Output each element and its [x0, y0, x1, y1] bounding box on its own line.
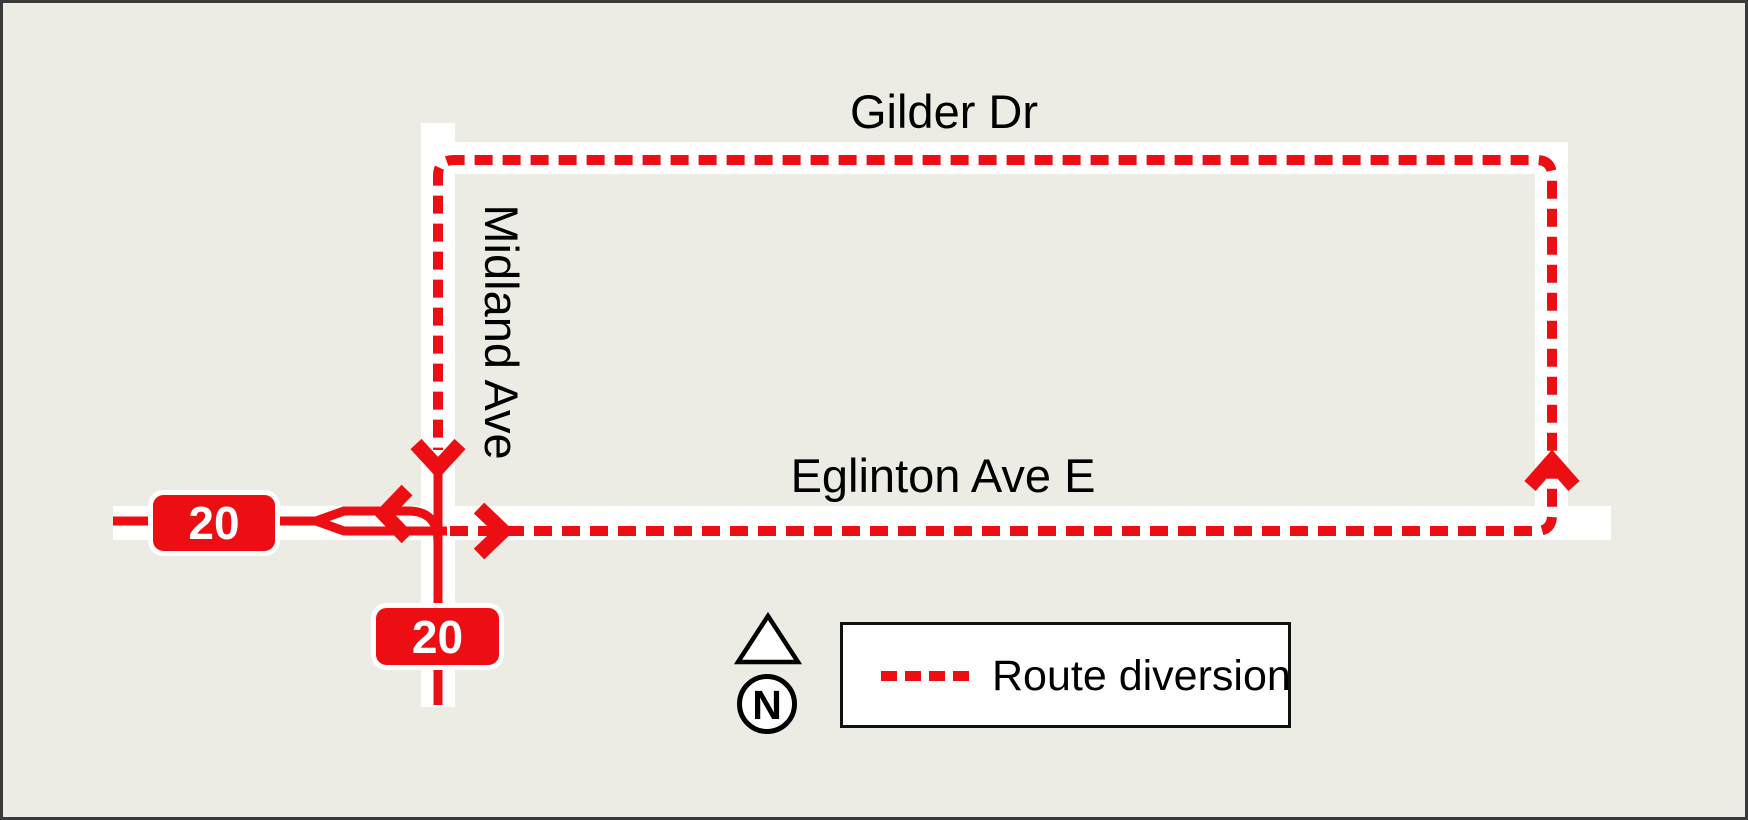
- route-badge-west-number: 20: [188, 497, 239, 549]
- route-diversion-dashed-path: [433, 155, 1557, 536]
- arrow-east-icon: [473, 502, 514, 560]
- street-label-eglinton-ave-e: Eglinton Ave E: [791, 449, 1096, 502]
- arrow-south-icon: [410, 438, 466, 480]
- legend-item-label: Route diversion: [992, 652, 1291, 700]
- route-badge-south: 20: [371, 603, 504, 670]
- street-labels: Gilder Dr Midland Ave Eglinton Ave E: [475, 85, 1095, 502]
- arrow-north-icon: [1524, 449, 1580, 491]
- street-label-gilder-dr: Gilder Dr: [850, 85, 1038, 138]
- route-badge-south-box: [371, 603, 504, 670]
- compass: N: [733, 611, 803, 734]
- route-badge-west-box: [148, 490, 280, 556]
- compass-triangle-icon: [733, 611, 803, 665]
- direction-arrows: [373, 438, 1580, 560]
- route-badge-south-number: 20: [412, 611, 463, 663]
- route-badge-west: 20: [148, 490, 280, 556]
- legend: Route diversion: [840, 622, 1291, 728]
- street-label-midland-ave: Midland Ave: [475, 204, 528, 459]
- arrow-west-icon: [373, 484, 413, 544]
- route-20-line-branch-east: [314, 516, 447, 536]
- compass-north-label: N: [752, 682, 782, 728]
- route-badges: 20 20: [148, 490, 504, 670]
- compass-circle-icon: [737, 674, 797, 734]
